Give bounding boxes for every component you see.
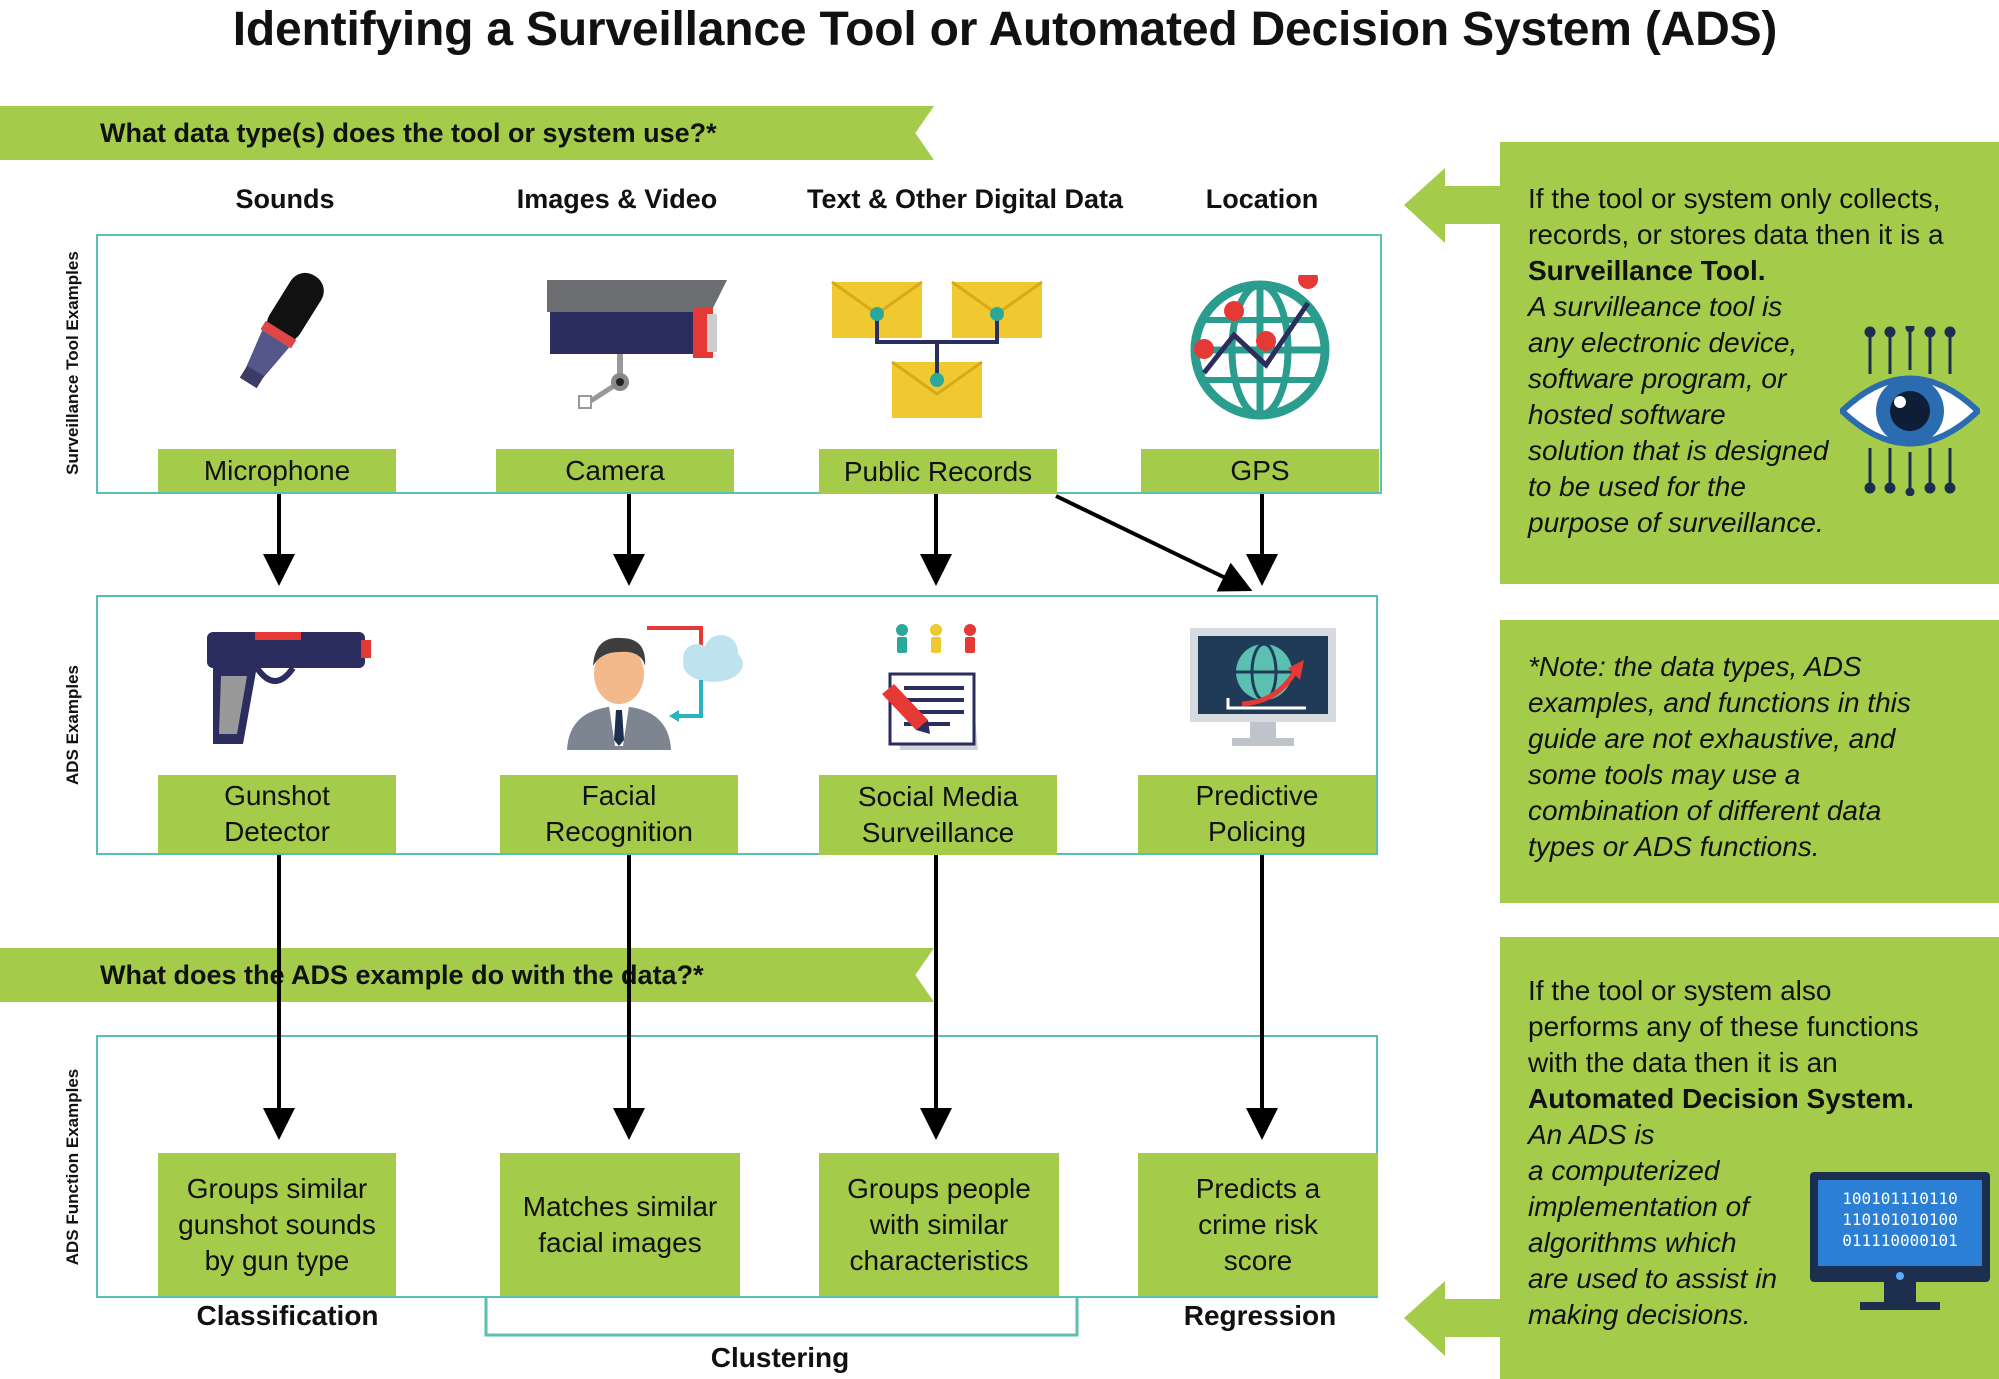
surveillance-tool-definition-text: If the tool or system only collects, rec… xyxy=(1528,181,1998,541)
tool-camera-label: Camera xyxy=(496,449,734,492)
microphone-icon xyxy=(220,262,340,402)
data-type-banner: What data type(s) does the tool or syste… xyxy=(0,106,934,160)
note-text: *Note: the data types, ADS examples, and… xyxy=(1528,649,1993,865)
note-line6: types or ADS functions. xyxy=(1528,831,1820,862)
gps-globe-icon xyxy=(1190,275,1335,420)
ads-facial-recognition-label: Facial Recognition xyxy=(500,775,738,853)
note-line3: guide are not exhaustive, and xyxy=(1528,723,1896,754)
monitor-base xyxy=(1860,1302,1940,1310)
ads-function-banner: What does the ADS example do with the da… xyxy=(0,948,934,1002)
side3-bold-term: Automated Decision System. xyxy=(1528,1083,1914,1114)
surveillance-tool-definition-panel xyxy=(1500,142,1999,584)
binary-line2: 110101010100 xyxy=(1842,1210,1958,1229)
arrow-records-policing xyxy=(1055,494,1253,592)
public-records-icon xyxy=(830,280,1045,420)
side-arrow-top xyxy=(1404,168,1500,243)
ads-definition-text: If the tool or system also performs any … xyxy=(1528,973,1998,1333)
side1-italic-6: to be used for the xyxy=(1528,471,1746,502)
side3-italic-3: implementation of xyxy=(1528,1191,1750,1222)
tool-gps-label: GPS xyxy=(1141,449,1379,492)
ads-function-question: What does the ADS example do with the da… xyxy=(100,960,704,990)
tool-public-records-label: Public Records xyxy=(819,449,1057,494)
binary-readout: 100101110110 110101010100 011110000101 xyxy=(1818,1188,1982,1251)
monitor-neck xyxy=(1884,1282,1916,1302)
column-header-text-data: Text & Other Digital Data xyxy=(806,184,1124,214)
column-header-sounds: Sounds xyxy=(235,184,335,214)
side3-italic-1: An ADS is xyxy=(1528,1119,1655,1150)
clustering-label: Clustering xyxy=(710,1342,850,1373)
note-line2: examples, and functions in this xyxy=(1528,687,1911,718)
page-title: Identifying a Surveillance Tool or Autom… xyxy=(232,3,1778,56)
binary-line1: 100101110110 xyxy=(1842,1189,1958,1208)
side3-line3: with the data then it is an xyxy=(1528,1047,1838,1078)
classification-label: Classification xyxy=(196,1300,379,1331)
data-type-question: What data type(s) does the tool or syste… xyxy=(100,118,717,148)
column-header-location: Location xyxy=(1205,184,1319,214)
side1-italic-5: solution that is designed xyxy=(1528,435,1829,466)
ads-social-media-label: Social Media Surveillance xyxy=(819,775,1057,855)
side1-line1: If the tool or system only collects, xyxy=(1528,183,1941,214)
side3-line2: performs any of these functions xyxy=(1528,1011,1919,1042)
side3-italic-5: are used to assist in xyxy=(1528,1263,1778,1294)
predictive-monitor-icon xyxy=(1188,626,1338,751)
side3-italic-4: algorithms which xyxy=(1528,1227,1737,1258)
ads-predictive-policing-label: Predictive Policing xyxy=(1138,775,1376,853)
binary-line3: 011110000101 xyxy=(1842,1231,1958,1250)
side1-italic-4: hosted software xyxy=(1528,399,1726,430)
regression-label: Regression xyxy=(1183,1300,1337,1331)
function-facial-matching: Matches similar facial images xyxy=(500,1153,740,1296)
side1-bold-term: Surveillance Tool. xyxy=(1528,255,1766,286)
note-line5: combination of different data xyxy=(1528,795,1882,826)
side3-line1: If the tool or system also xyxy=(1528,975,1832,1006)
ads-gunshot-detector-label: Gunshot Detector xyxy=(158,775,396,853)
clustering-bracket xyxy=(484,1298,1079,1337)
side1-line2: records, or stores data then it is a xyxy=(1528,219,1944,250)
side-arrow-bottom xyxy=(1404,1281,1500,1356)
side1-italic-3: software program, or xyxy=(1528,363,1787,394)
camera-icon xyxy=(545,278,730,418)
facial-recognition-icon xyxy=(563,622,748,752)
column-header-images-video: Images & Video xyxy=(516,184,718,214)
side3-italic-2: a computerized xyxy=(1528,1155,1720,1186)
function-crime-risk-score: Predicts a crime risk score xyxy=(1138,1153,1378,1296)
power-light xyxy=(1896,1272,1904,1280)
side1-italic-2: any electronic device, xyxy=(1528,327,1798,358)
note-line4: some tools may use a xyxy=(1528,759,1801,790)
function-people-clustering: Groups people with similar characteristi… xyxy=(819,1153,1059,1296)
gun-icon xyxy=(205,622,375,752)
side1-italic-1: A survilleance tool is xyxy=(1528,291,1783,322)
tool-microphone-label: Microphone xyxy=(158,449,396,492)
eye-circuit-icon xyxy=(1840,326,1980,496)
binary-computer-icon: 100101110110 110101010100 011110000101 xyxy=(1810,1172,1992,1317)
social-media-icon xyxy=(880,622,990,752)
side3-italic-6: making decisions. xyxy=(1528,1299,1751,1330)
side1-italic-7: purpose of surveillance. xyxy=(1528,507,1824,538)
monitor-screen xyxy=(1818,1180,1982,1266)
function-gunshot-classification: Groups similar gunshot sounds by gun typ… xyxy=(158,1153,396,1296)
note-panel xyxy=(1500,620,1999,903)
note-line1: *Note: the data types, ADS xyxy=(1528,651,1862,682)
